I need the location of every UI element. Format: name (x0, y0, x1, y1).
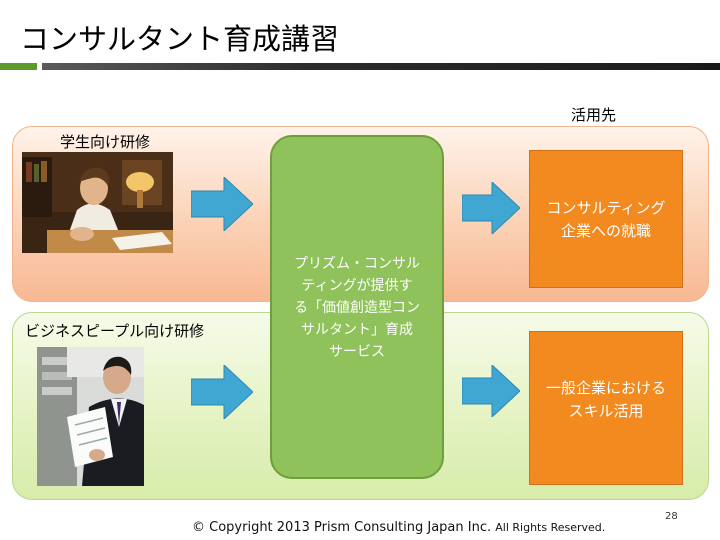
arrow-right-icon (462, 365, 520, 417)
destination-text-skill-use: 一般企業における スキル活用 (529, 377, 683, 423)
service-line: る「価値創造型コン (294, 300, 420, 316)
destination-header: 活用先 (571, 106, 617, 124)
destination-line: 一般企業における (545, 379, 666, 397)
copyright-text: © Copyright 2013 Prism Consulting Japan … (192, 520, 492, 535)
service-line: プリズム・コンサル (294, 256, 420, 272)
service-line: ティングが提供す (301, 278, 413, 294)
destination-text-consulting-job: コンサルティング 企業への就職 (529, 197, 683, 243)
service-line: サルタント」育成 (301, 322, 413, 338)
title-accent-bar (0, 63, 37, 70)
consulting-service-text: プリズム・コンサル ティングが提供す る「価値創造型コン サルタント」育成 サー… (270, 253, 444, 363)
rights-text: All Rights Reserved. (495, 521, 606, 534)
arrow-right-icon (462, 182, 520, 234)
destination-line: スキル活用 (568, 402, 644, 420)
page-number: 28 (665, 511, 678, 522)
slide-title: コンサルタント育成講習 (20, 22, 340, 56)
title-divider-bar (42, 63, 720, 70)
arrow-right-icon (191, 365, 253, 419)
destination-line: コンサルティング (546, 199, 666, 217)
copyright-footer: © Copyright 2013 Prism Consulting Japan … (192, 520, 605, 535)
service-line: サービス (329, 344, 385, 360)
student-studying-photo (22, 152, 173, 253)
consulting-service-box (270, 135, 444, 479)
destination-box-skill-use (529, 331, 683, 485)
arrow-right-icon (191, 177, 253, 231)
destination-box-consulting-job (529, 150, 683, 288)
student-training-label: 学生向け研修 (60, 133, 151, 151)
business-training-label: ビジネスピープル向け研修 (25, 322, 205, 340)
businessman-reading-photo (37, 347, 144, 486)
destination-line: 企業への就職 (560, 222, 651, 240)
